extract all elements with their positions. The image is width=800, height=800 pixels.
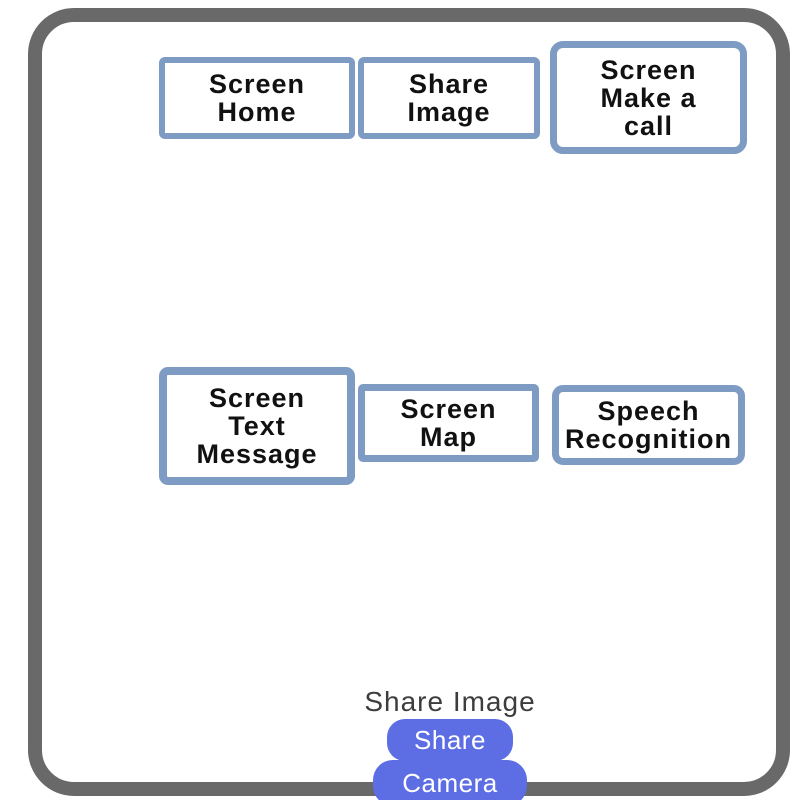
nav-button-screen-text-message[interactable]: Screen Text Message (159, 367, 355, 485)
nav-button-share-image[interactable]: Share Image (358, 57, 540, 139)
nav-button-screen-make-a-call[interactable]: Screen Make a call (550, 41, 747, 154)
share-button[interactable]: Share (387, 719, 513, 761)
nav-button-screen-map[interactable]: Screen Map (358, 384, 539, 462)
share-image-section-label: Share Image (364, 686, 536, 717)
nav-button-screen-home[interactable]: Screen Home (159, 57, 355, 139)
phone-frame: Screen Home Share Image Screen Make a ca… (28, 8, 790, 800)
camera-button[interactable]: Camera (373, 760, 527, 800)
nav-button-speech-recognition[interactable]: Speech Recognition (552, 385, 745, 465)
